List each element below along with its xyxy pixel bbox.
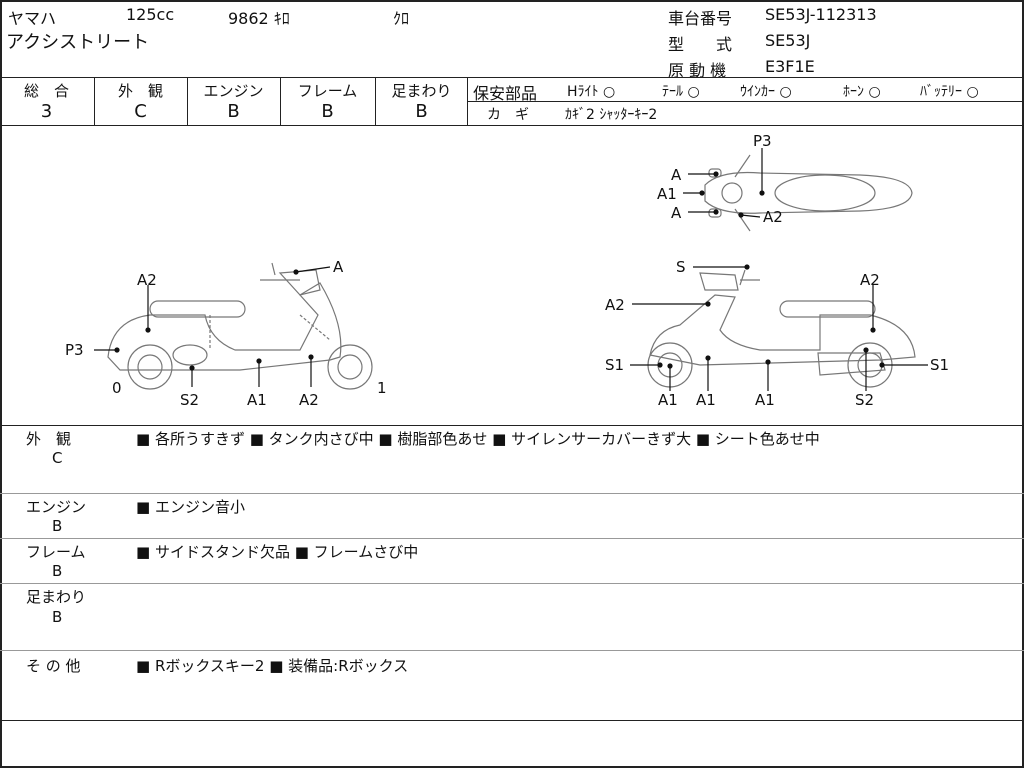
grade-value-suspension: B xyxy=(415,101,428,122)
remark-label-exterior: 外 観 xyxy=(26,430,72,448)
type: SE53J xyxy=(765,31,811,50)
remark-grade-exterior: C xyxy=(52,449,63,467)
top-label: A2 xyxy=(763,208,783,226)
frame-no-label: 車台番号 xyxy=(668,9,733,28)
remark-text-exterior: ■ 各所うすきず ■ タンク内さび中 ■ 樹脂部色あせ ■ サイレンサーカバーき… xyxy=(136,430,820,448)
left-label: A2 xyxy=(299,391,319,409)
remark-label-suspension: 足まわり xyxy=(26,588,87,606)
callouts xyxy=(94,148,928,391)
safety-battery: ﾊﾞｯﾃﾘｰ ○ xyxy=(920,84,979,100)
displacement: 125cc xyxy=(126,5,175,24)
remark-label-frame: フレーム xyxy=(26,543,86,561)
right-label: A2 xyxy=(860,271,880,289)
remark-text-engine: ■ エンジン音小 xyxy=(136,498,245,516)
remark-grade-suspension: B xyxy=(52,608,63,626)
left-label: A2 xyxy=(137,271,157,289)
remark-text-frame: ■ サイドスタンド欠品 ■ フレームさび中 xyxy=(136,543,419,561)
mileage: 9862 ｷﾛ xyxy=(228,9,290,28)
safety-tail: ﾃｰﾙ ○ xyxy=(662,84,700,100)
grade-value-exterior: C xyxy=(134,101,147,122)
top-label: A1 xyxy=(657,185,677,203)
scooter-top-view xyxy=(704,154,913,232)
damage-diagram: A2 A P3 S2 A1 A2 0 1 P3 A A1 A A2 S A2 A… xyxy=(65,132,949,409)
model-name: アクシストリート xyxy=(6,32,150,53)
top-label: A xyxy=(671,166,682,184)
safety-horn: ﾎｰﾝ ○ xyxy=(843,84,881,100)
remark-grade-frame: B xyxy=(52,562,63,580)
grade-value-engine: B xyxy=(227,101,240,122)
key-label: カ ギ xyxy=(487,107,529,123)
grade-label-engine: エンジン xyxy=(203,82,264,100)
safety-headlight: Hﾗｲﾄ ○ xyxy=(567,84,616,100)
left-label: A xyxy=(333,258,344,276)
left-label: S2 xyxy=(180,391,199,409)
right-label: A1 xyxy=(755,391,775,409)
left-label: P3 xyxy=(65,341,84,359)
grade-label-exterior: 外 観 xyxy=(117,82,163,100)
safety-winker: ｳｲﾝｶｰ ○ xyxy=(740,84,792,100)
key-value: ｶｷﾞ2 ｼｬｯﾀｰｷｰ2 xyxy=(565,107,658,123)
right-label: A1 xyxy=(696,391,716,409)
right-label: A1 xyxy=(658,391,678,409)
divider xyxy=(0,125,1024,126)
type-label: 型 式 xyxy=(668,35,733,54)
grade-label-suspension: 足まわり xyxy=(391,82,452,100)
color: ｸﾛ xyxy=(393,9,410,28)
frame-no: SE53J-112313 xyxy=(765,5,877,24)
engine-label: 原 動 機 xyxy=(668,61,727,80)
remark-label-other: そ の 他 xyxy=(26,657,81,675)
grade-label-frame: フレーム xyxy=(297,82,358,100)
grade-label-overall: 総 合 xyxy=(23,82,69,100)
remark-grade-engine: B xyxy=(52,517,63,535)
right-label: S1 xyxy=(605,356,624,374)
grade-value-frame: B xyxy=(321,101,334,122)
grade-value-overall: 3 xyxy=(40,101,53,122)
right-label: S2 xyxy=(855,391,874,409)
left-label: 0 xyxy=(112,379,122,397)
left-label: A1 xyxy=(247,391,267,409)
right-label: A2 xyxy=(605,296,625,314)
top-label: A xyxy=(671,204,682,222)
divider xyxy=(0,77,1024,78)
remark-text-other: ■ Rボックスキー2 ■ 装備品:Rボックス xyxy=(136,657,409,675)
remark-label-engine: エンジン xyxy=(26,498,87,516)
right-label: S xyxy=(676,258,686,276)
safety-label: 保安部品 xyxy=(473,84,538,103)
left-label: 1 xyxy=(377,379,387,397)
engine: E3F1E xyxy=(765,57,815,76)
maker: ヤマハ xyxy=(8,9,57,28)
top-label: P3 xyxy=(753,132,772,150)
right-label: S1 xyxy=(930,356,949,374)
